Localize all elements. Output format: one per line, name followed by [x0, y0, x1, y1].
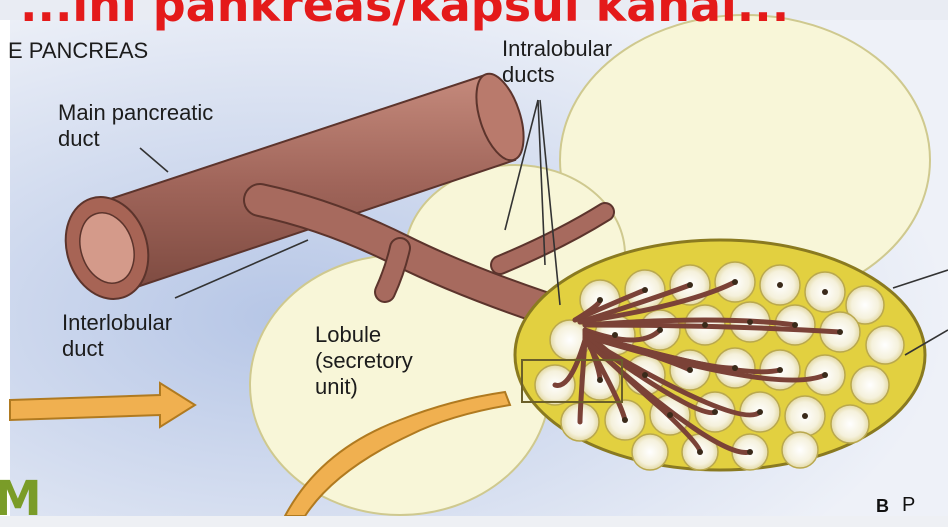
- label-main-pancreatic-duct: Main pancreatic duct: [58, 100, 213, 152]
- slide-title: ...ini pankreas/kapsul kanal...: [20, 0, 789, 30]
- left-margin-strip: [0, 20, 10, 516]
- panel-letter: B: [876, 496, 889, 517]
- label-interlobular-duct: Interlobular duct: [62, 310, 172, 362]
- label-intralobular-ducts: Intralobular ducts: [502, 36, 612, 88]
- pancreas-diagram: [0, 0, 948, 516]
- label-lobule: Lobule (secretory unit): [315, 322, 413, 400]
- section-title: E PANCREAS: [8, 38, 148, 64]
- corner-mark: M: [0, 474, 42, 524]
- panel-caption-fragment: P: [902, 494, 915, 517]
- figure-canvas: ...ini pankreas/kapsul kanal... E PANCRE…: [0, 0, 948, 516]
- lobule-cross-section: [515, 240, 925, 470]
